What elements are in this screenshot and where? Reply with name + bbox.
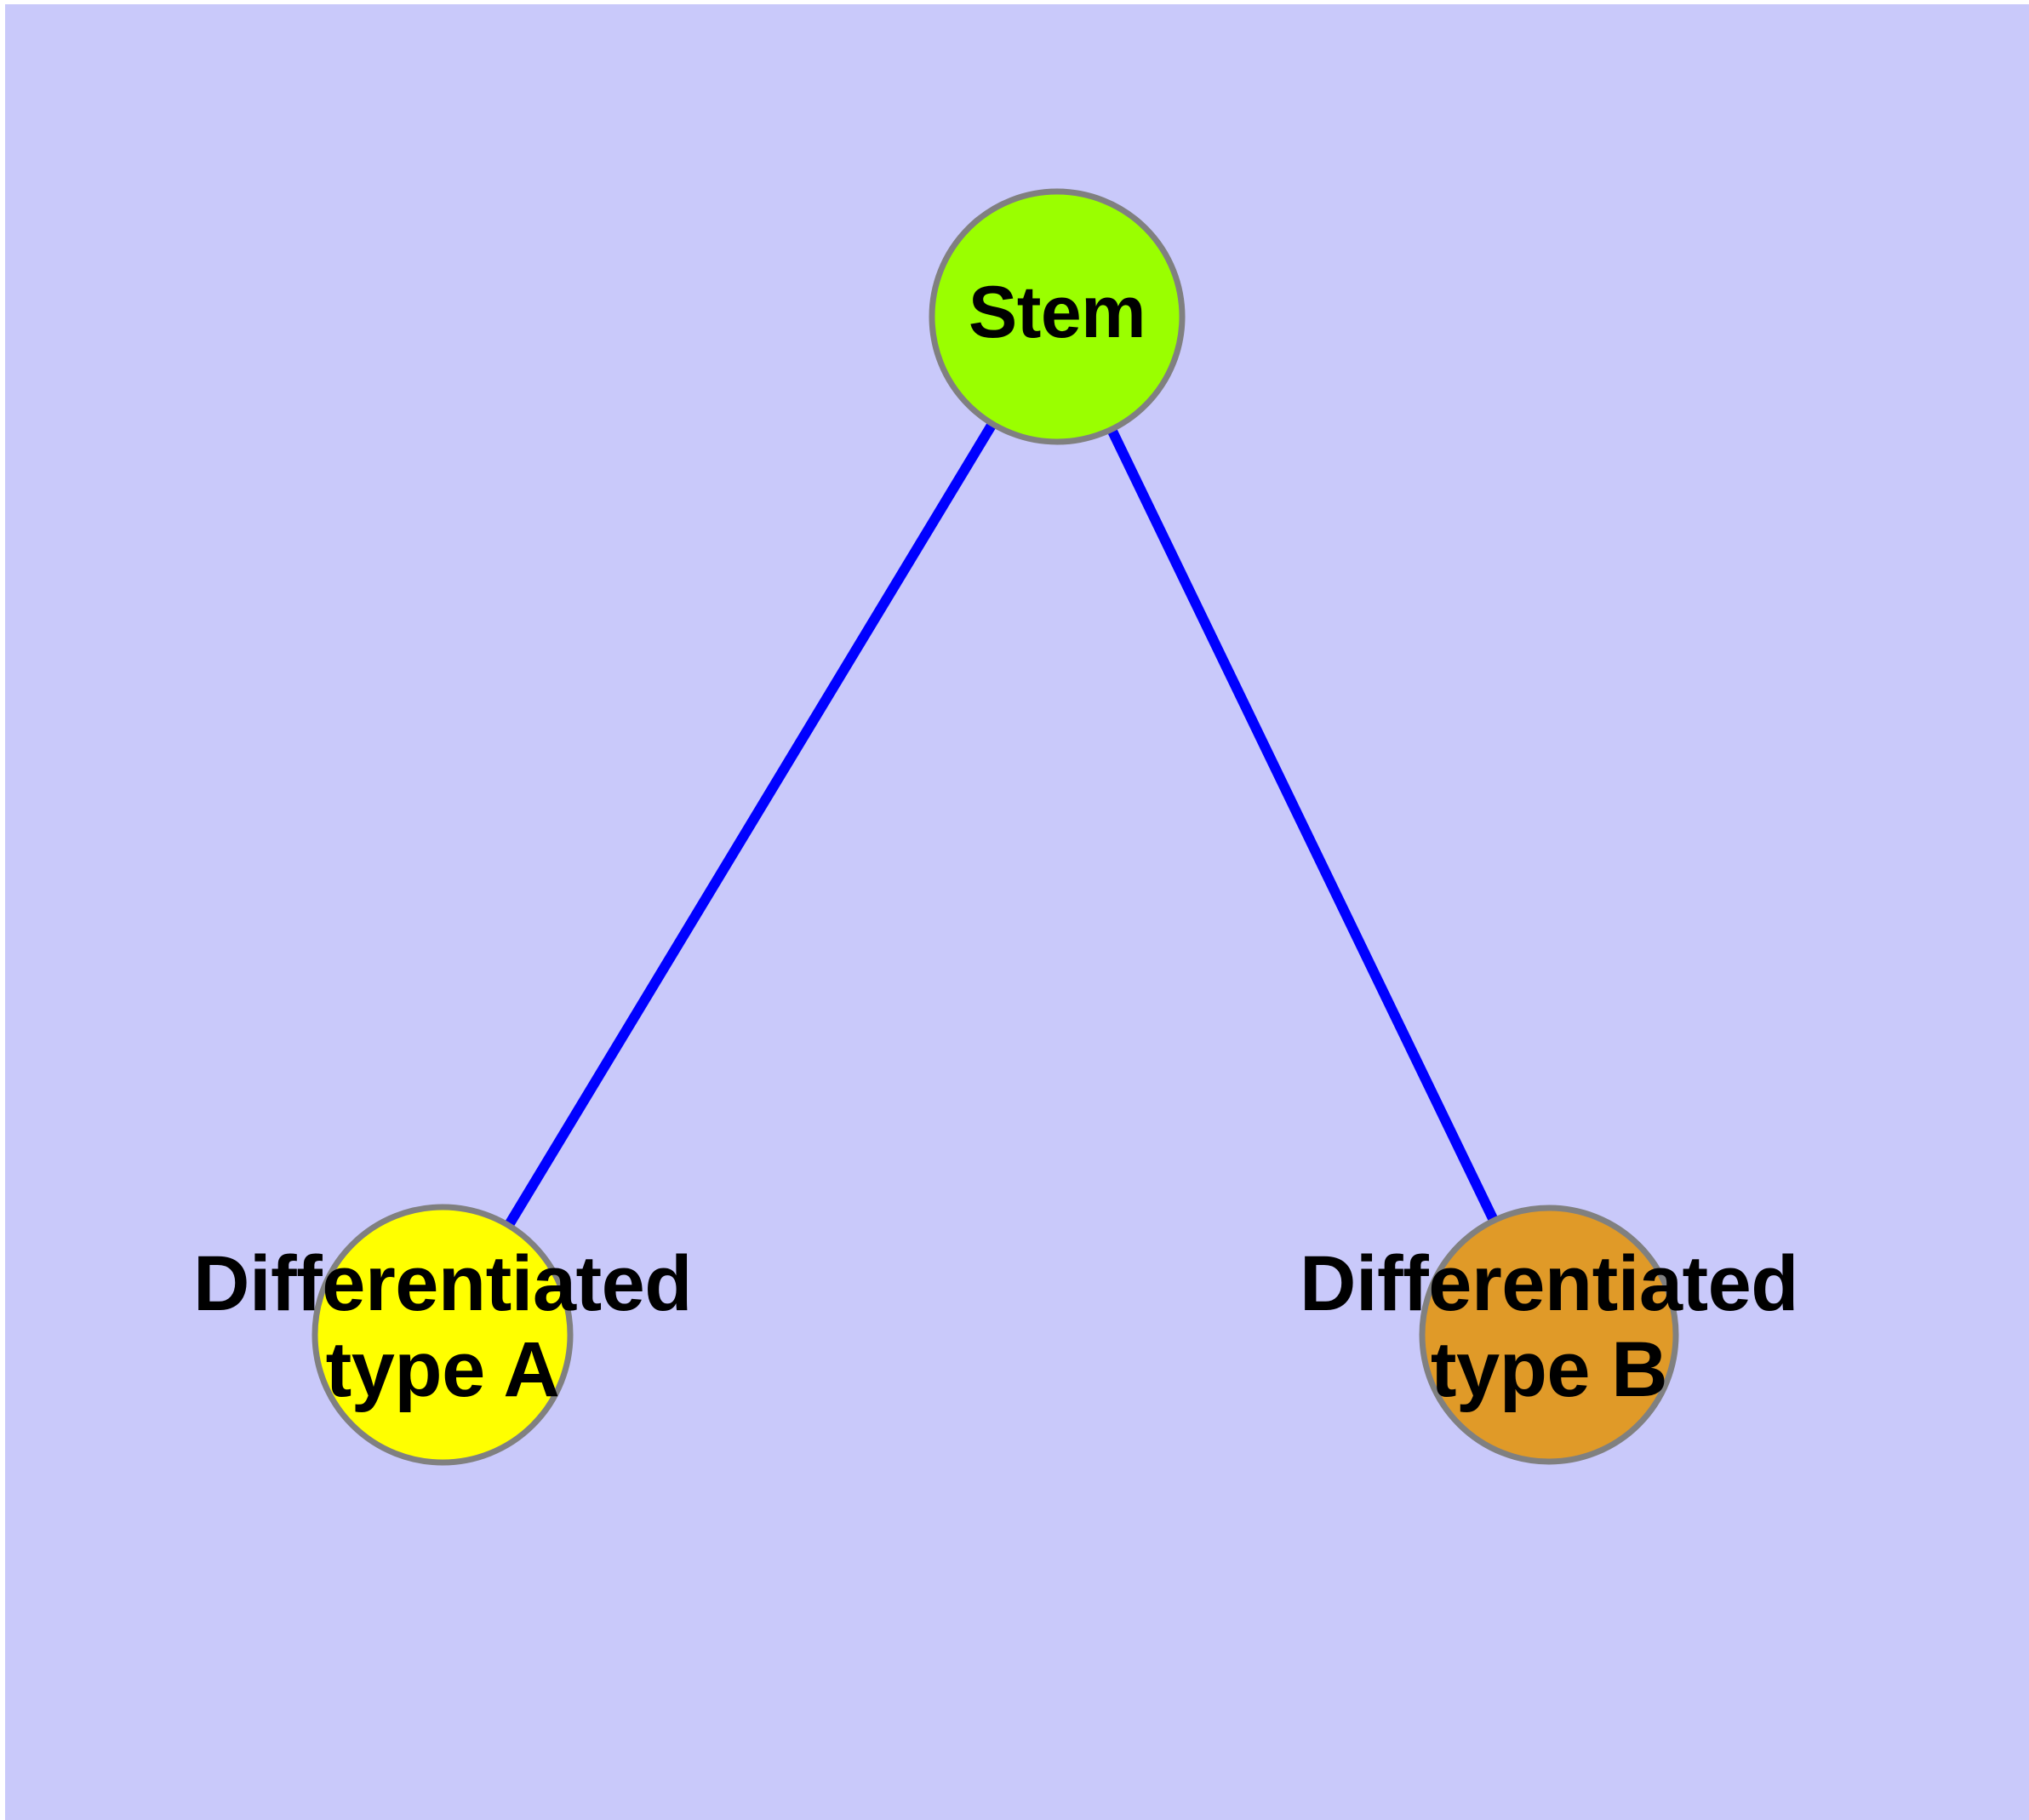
edge-stem-to-differentiated-type-a[interactable] xyxy=(437,313,1062,1338)
node-stem[interactable] xyxy=(929,188,1186,445)
edge-group xyxy=(437,313,1554,1338)
node-group xyxy=(311,188,1679,1466)
edge-stem-to-differentiated-type-b[interactable] xyxy=(1052,314,1554,1337)
node-differentiated-type-b[interactable] xyxy=(1419,1205,1679,1465)
node-differentiated-type-a[interactable] xyxy=(311,1204,574,1466)
